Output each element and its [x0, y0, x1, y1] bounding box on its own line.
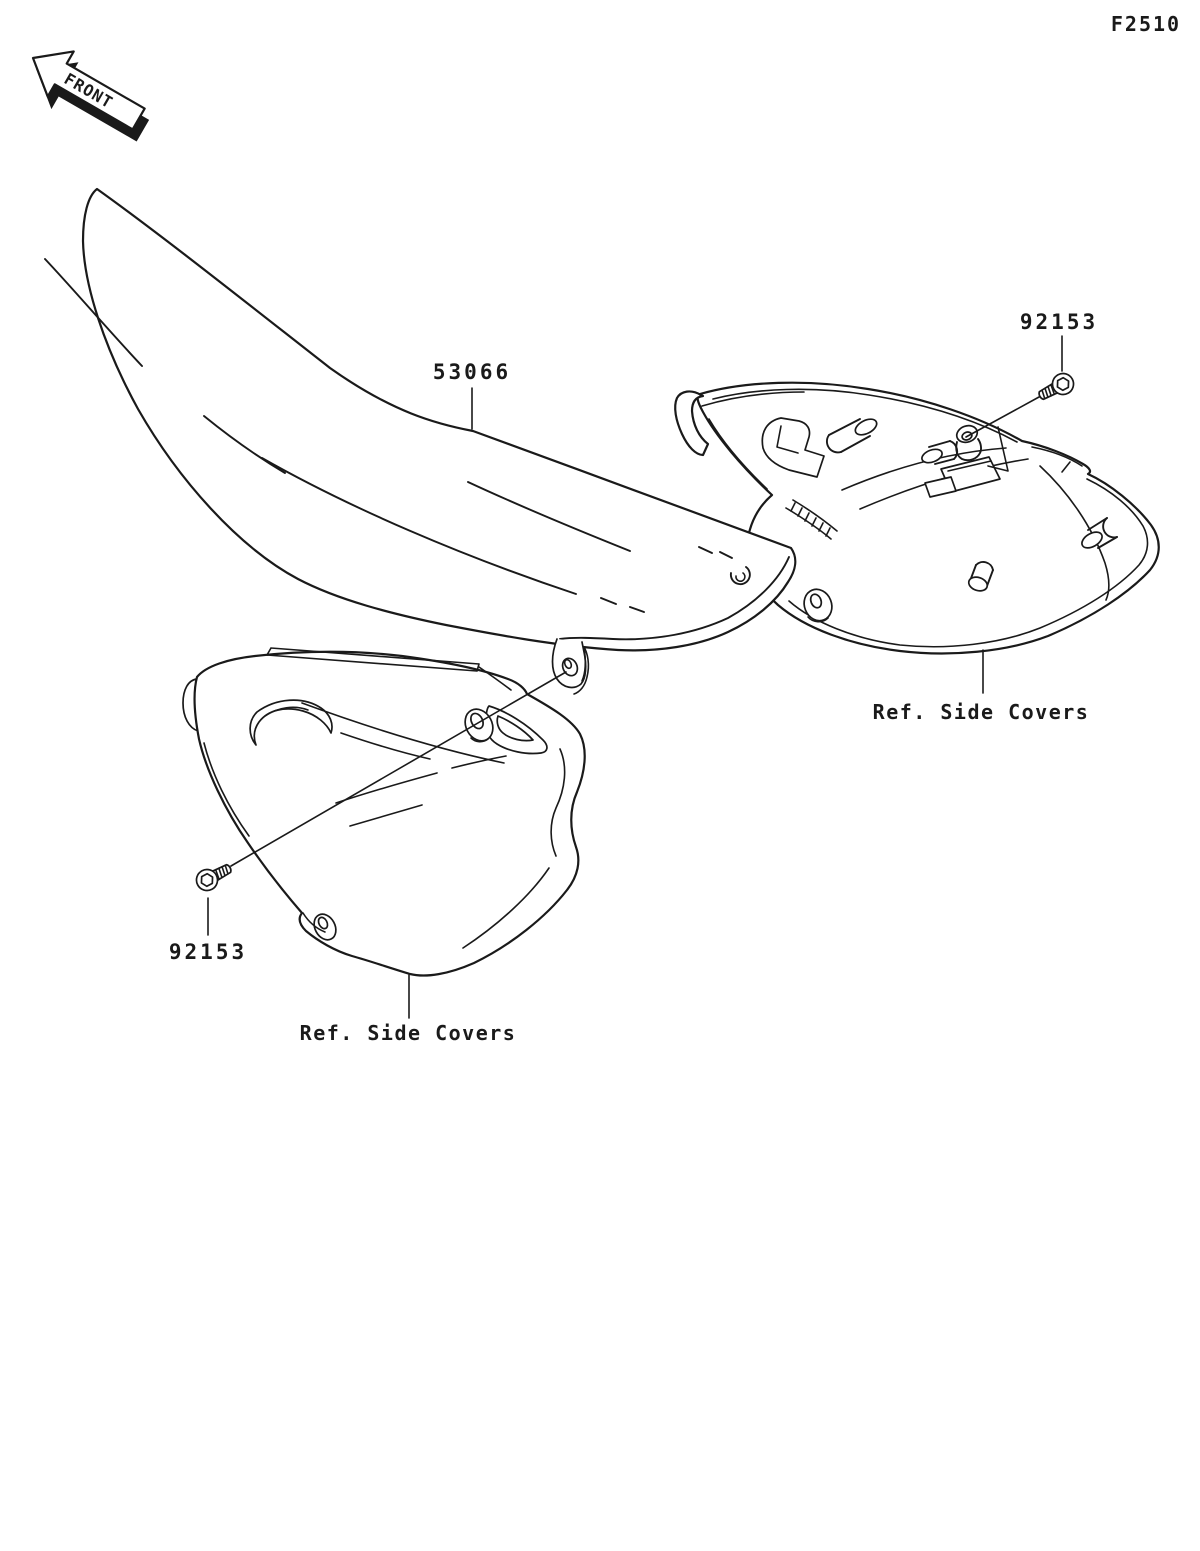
- figure-code: F2510: [1111, 12, 1181, 36]
- right-cover-mount-bracket: [761, 417, 825, 478]
- right-cover-peg-right: [1081, 517, 1118, 549]
- right-cover-nut-boss: [955, 424, 982, 462]
- seat-contour-lines: [44, 258, 631, 595]
- seat-outline: [81, 187, 797, 652]
- right-cover-peg-middle: [921, 440, 959, 465]
- left-cover-lower-grommet: [302, 912, 337, 941]
- left-cover-top-lip: [266, 647, 512, 691]
- seat-hidden-edge-dashes: [600, 546, 751, 613]
- front-arrow-face: [31, 50, 146, 131]
- lower-screw-part-label: 92153: [169, 940, 247, 964]
- left-cover-accent-lines: [203, 702, 566, 949]
- upper-screw-drawing: [1034, 368, 1079, 407]
- right-cover-ribbed-band: [785, 499, 838, 540]
- seat-part-label: 53066: [433, 360, 511, 384]
- lower-screw-pointer-leader: [230, 671, 567, 867]
- left-cover-rear-bracket: [573, 644, 590, 695]
- upper-screw-part-label: 92153: [1020, 310, 1098, 334]
- ref-side-covers-label-lower: Ref. Side Covers: [300, 1021, 517, 1045]
- right-cover-front-hook: [674, 390, 710, 457]
- left-cover-scoop: [249, 699, 333, 746]
- front-arrow: FRONT: [31, 50, 150, 142]
- right-side-cover-drawing: [674, 381, 1160, 655]
- ref-side-covers-label-right: Ref. Side Covers: [873, 700, 1090, 724]
- left-cover-upper-grommet: [464, 708, 494, 743]
- seat-base-rim: [559, 556, 790, 641]
- left-side-cover-drawing: [182, 644, 590, 977]
- upper-screw-pointer-leader: [965, 396, 1040, 438]
- right-cover-peg-upper: [826, 418, 878, 454]
- seat-mount-tab: [551, 638, 587, 689]
- lower-screw-drawing: [191, 857, 236, 896]
- right-cover-grommet: [803, 588, 833, 623]
- right-cover-peg-lower: [967, 561, 994, 592]
- seat-drawing: [44, 187, 797, 689]
- leader-lines: [207, 335, 1063, 1019]
- right-cover-latch-plate: [924, 426, 1009, 498]
- right-side-cover-outline: [696, 381, 1160, 655]
